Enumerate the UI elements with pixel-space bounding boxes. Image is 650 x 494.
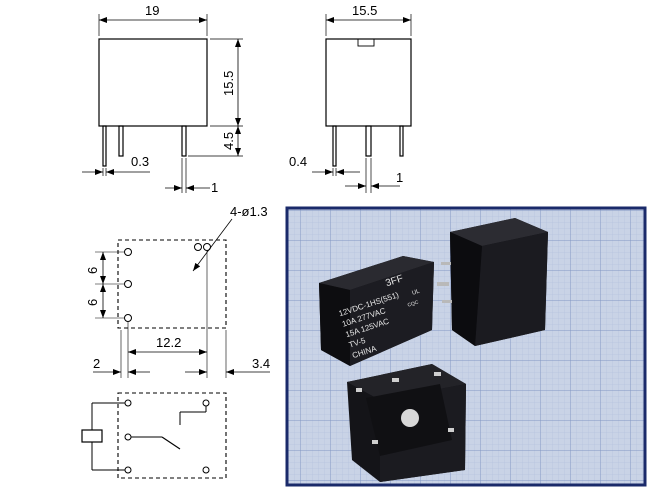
product-photo: 3FF 12VDC-1HS(551) 10A 277VAC 15A 125VAC… bbox=[285, 206, 647, 487]
pad-hole bbox=[124, 280, 132, 288]
pitch-lower-label: 6 bbox=[85, 299, 100, 306]
relay-front-photo: 3FF 12VDC-1HS(551) 10A 277VAC 15A 125VAC… bbox=[319, 256, 434, 366]
pad-hole bbox=[194, 243, 202, 251]
front-pin-right bbox=[181, 125, 187, 157]
footprint-outline bbox=[117, 239, 227, 329]
front-body-outline bbox=[98, 38, 208, 127]
pitch-upper-label: 6 bbox=[85, 267, 100, 274]
switch-arm bbox=[161, 436, 181, 450]
front-width-label: 19 bbox=[145, 3, 159, 18]
pad-hole bbox=[124, 248, 132, 256]
front-pin-left bbox=[102, 125, 107, 167]
pad-hole bbox=[124, 314, 132, 322]
side-pin-left bbox=[332, 125, 337, 167]
side-pin-thickness-label: 0.4 bbox=[289, 154, 307, 169]
side-vent-nub bbox=[357, 38, 375, 47]
schematic-outline bbox=[117, 392, 227, 479]
pcb-footprint bbox=[93, 218, 270, 378]
relay-side-photo bbox=[437, 218, 548, 346]
hole-callout-label: 4-ø1.3 bbox=[230, 204, 268, 219]
right-offset-label: 3.4 bbox=[252, 356, 270, 371]
photo-border bbox=[285, 206, 647, 487]
side-pin-mid bbox=[365, 125, 372, 157]
relay-schematic bbox=[81, 392, 227, 479]
side-pin-right bbox=[399, 125, 404, 157]
front-view bbox=[82, 14, 243, 193]
front-pin-width-label: 1 bbox=[211, 180, 218, 195]
hole-leader-line bbox=[192, 218, 233, 272]
side-view bbox=[312, 14, 412, 193]
front-pin-mid bbox=[118, 125, 124, 157]
pin-length-label: 4.5 bbox=[221, 132, 236, 150]
height-label: 15.5 bbox=[221, 71, 236, 96]
front-pin-thickness-label: 0.3 bbox=[131, 154, 149, 169]
side-body-outline bbox=[325, 38, 412, 127]
photo-cert-cqc: CQC bbox=[407, 299, 420, 308]
left-offset-label: 2 bbox=[93, 356, 100, 371]
side-width-label: 15.5 bbox=[352, 3, 377, 18]
photo-brand: 3FF bbox=[384, 273, 404, 289]
photo-cert-ul: UL bbox=[411, 288, 421, 296]
row-spacing-label: 12.2 bbox=[156, 335, 181, 350]
coil-symbol bbox=[81, 429, 103, 443]
relay-bottom-photo bbox=[347, 364, 466, 482]
side-pin-width-label: 1 bbox=[396, 170, 403, 185]
